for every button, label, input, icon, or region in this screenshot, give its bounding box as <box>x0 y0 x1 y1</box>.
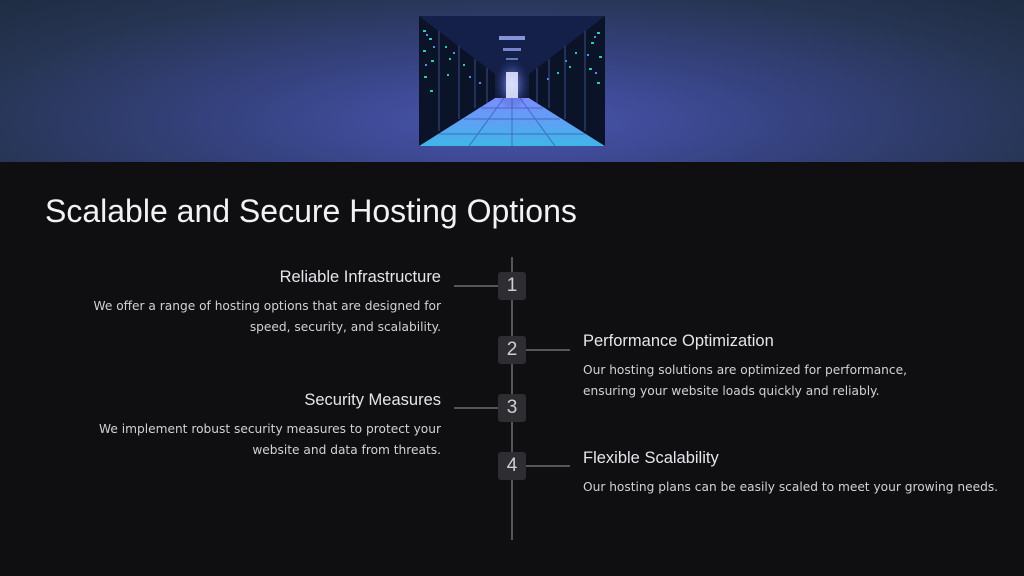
header-banner <box>0 0 1024 162</box>
timeline-item-security-measures: Security Measures We implement robust se… <box>60 391 441 461</box>
timeline-item-performance-optimization: Performance Optimization Our hosting sol… <box>583 332 1003 402</box>
item-description: We offer a range of hosting options that… <box>93 299 441 334</box>
connector-3 <box>454 407 498 409</box>
page-title: Scalable and Secure Hosting Options <box>45 193 577 229</box>
item-title: Flexible Scalability <box>583 449 719 467</box>
item-description: Our hosting solutions are optimized for … <box>583 363 907 398</box>
step-badge-2: 2 <box>498 336 526 364</box>
connector-4 <box>526 465 570 467</box>
step-badge-1: 1 <box>498 272 526 300</box>
timeline-item-flexible-scalability: Flexible Scalability Our hosting plans c… <box>583 449 1003 498</box>
connector-1 <box>454 285 498 287</box>
server-room-image <box>419 16 605 146</box>
step-badge-3: 3 <box>498 394 526 422</box>
connector-2 <box>526 349 570 351</box>
item-title: Performance Optimization <box>583 332 774 350</box>
step-badge-4: 4 <box>498 452 526 480</box>
item-description: We implement robust security measures to… <box>99 422 441 457</box>
item-title: Reliable Infrastructure <box>279 268 441 286</box>
item-description: Our hosting plans can be easily scaled t… <box>583 480 999 494</box>
timeline-item-reliable-infrastructure: Reliable Infrastructure We offer a range… <box>60 268 441 338</box>
item-title: Security Measures <box>304 391 441 409</box>
